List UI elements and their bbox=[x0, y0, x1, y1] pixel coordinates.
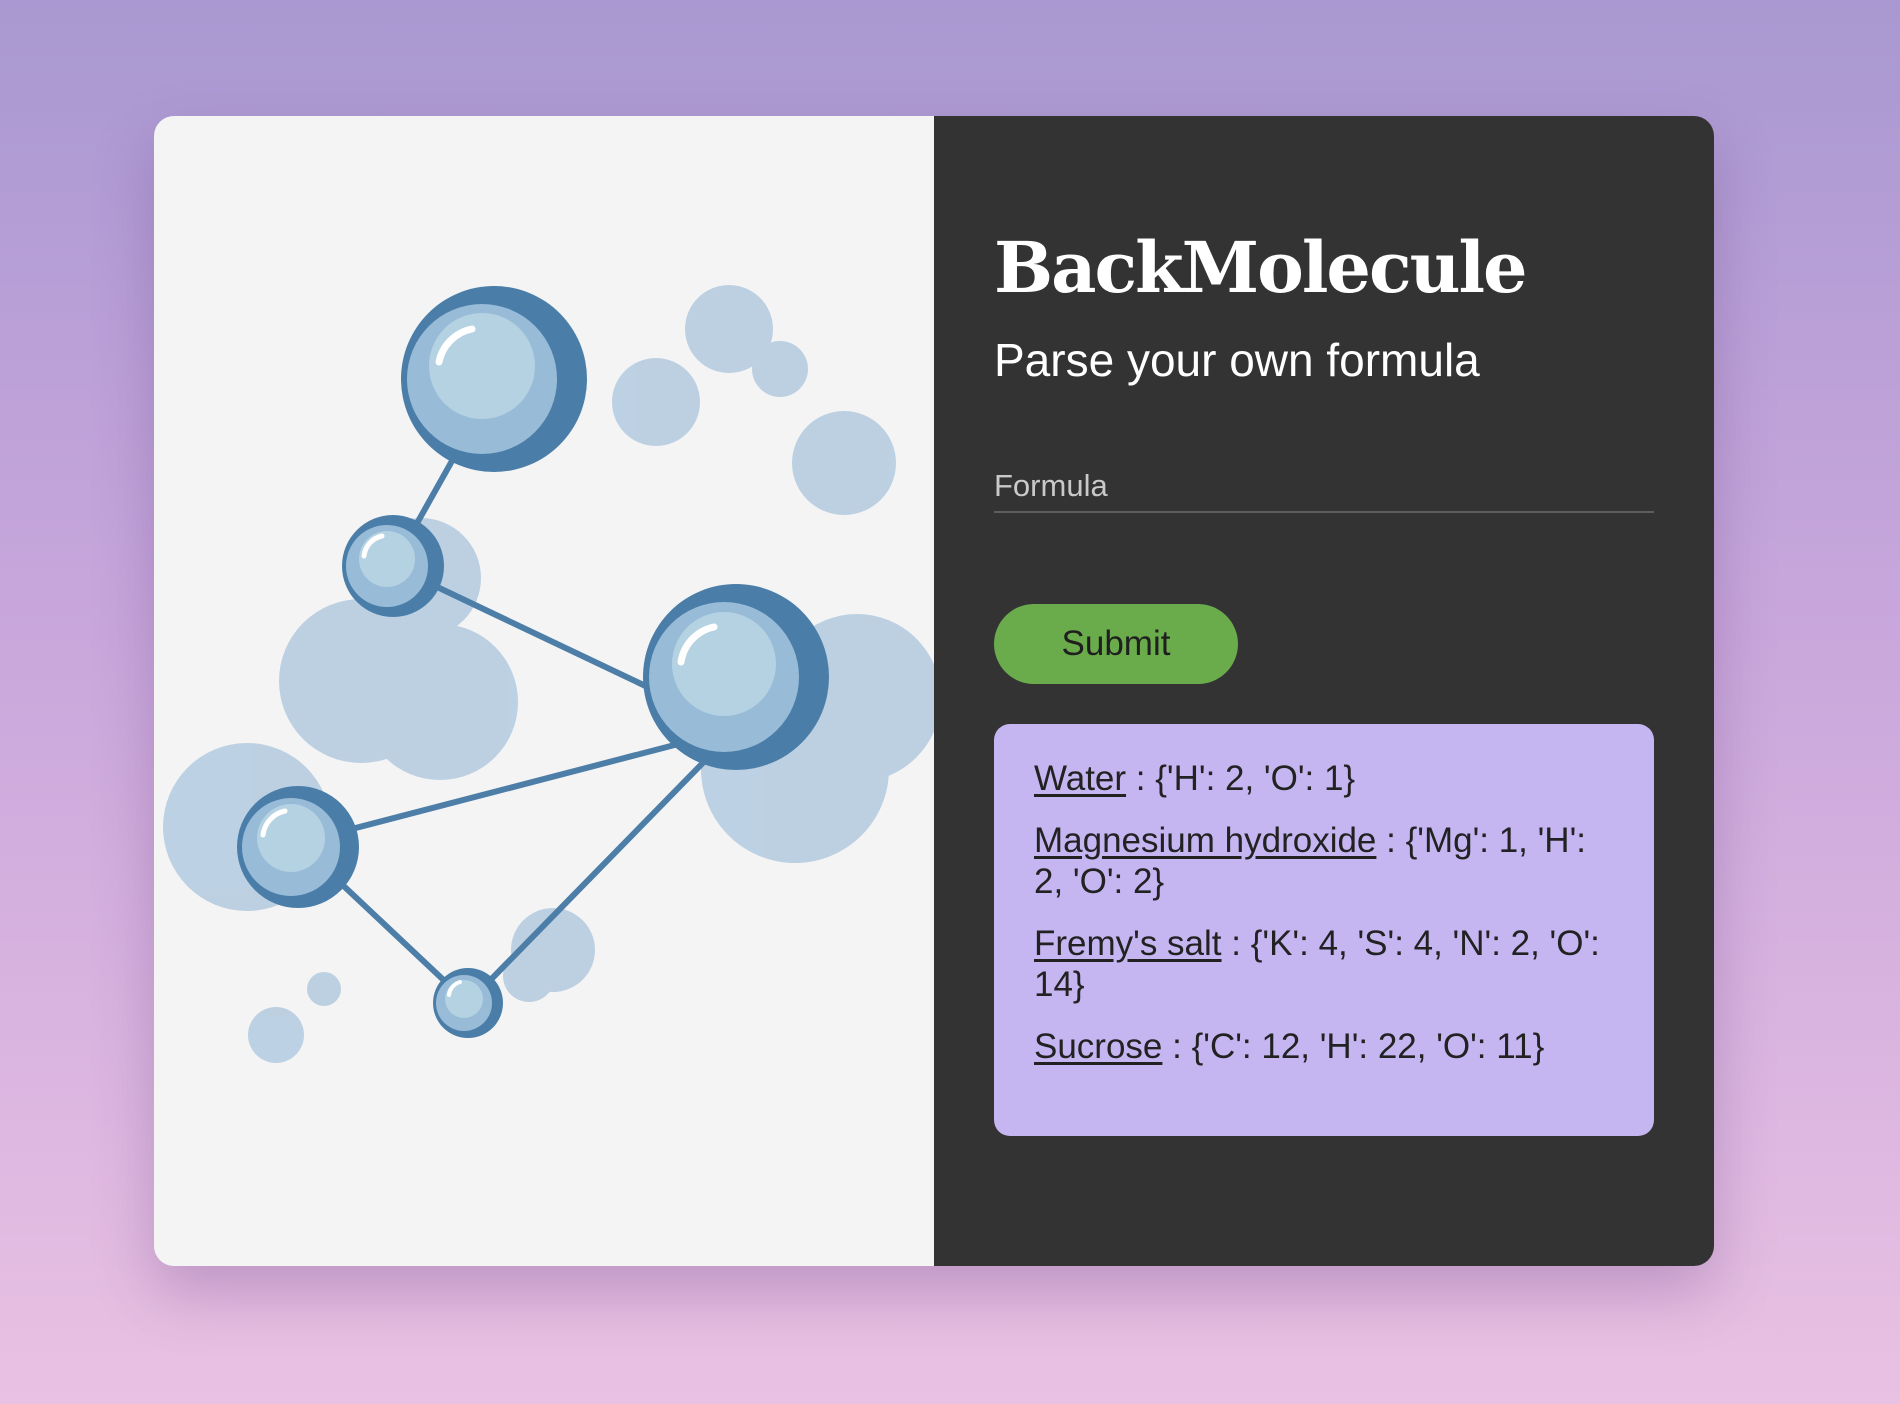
atom-small-bottom bbox=[433, 968, 503, 1038]
result-link-water[interactable]: Water bbox=[1034, 759, 1127, 798]
result-item: Fremy's salt : {'K': 4, 'S': 4, 'N': 2, … bbox=[1034, 923, 1614, 1005]
result-separator: : bbox=[1221, 924, 1251, 963]
page-subtitle: Parse your own formula bbox=[994, 334, 1480, 386]
atom-large-top bbox=[401, 286, 587, 472]
result-link-magnesium-hydroxide[interactable]: Magnesium hydroxide bbox=[1034, 821, 1377, 860]
result-item: Water : {'H': 2, 'O': 1} bbox=[1034, 758, 1614, 799]
app-title: BackMolecule bbox=[994, 226, 1528, 309]
atom-small-upper bbox=[342, 515, 444, 617]
form-panel: BackMolecule Parse your own formula Subm… bbox=[934, 116, 1714, 1266]
molecule-illustration bbox=[163, 285, 934, 1063]
illustration-panel bbox=[154, 116, 934, 1266]
result-link-fremys-salt[interactable]: Fremy's salt bbox=[1034, 924, 1222, 963]
atom-medium-left bbox=[237, 786, 359, 908]
submit-button[interactable]: Submit bbox=[994, 604, 1238, 684]
result-formula: {'C': 12, 'H': 22, 'O': 11} bbox=[1191, 1027, 1545, 1066]
result-separator: : bbox=[1126, 759, 1156, 798]
atom-large-right bbox=[643, 584, 829, 770]
result-separator: : bbox=[1162, 1027, 1192, 1066]
result-item: Sucrose : {'C': 12, 'H': 22, 'O': 11} bbox=[1034, 1026, 1614, 1067]
result-formula: {'K': 4, 'S': 4, 'N': 2, 'O': 14} bbox=[1034, 924, 1600, 1004]
result-separator: : bbox=[1376, 821, 1406, 860]
result-item: Magnesium hydroxide : {'Mg': 1, 'H': 2, … bbox=[1034, 820, 1614, 902]
result-formula: {'Mg': 1, 'H': 2, 'O': 2} bbox=[1034, 821, 1586, 901]
result-formula: {'H': 2, 'O': 1} bbox=[1155, 759, 1356, 798]
main-card: BackMolecule Parse your own formula Subm… bbox=[154, 116, 1714, 1266]
result-link-sucrose[interactable]: Sucrose bbox=[1034, 1027, 1163, 1066]
formula-input[interactable] bbox=[994, 461, 1654, 513]
results-list: Water : {'H': 2, 'O': 1} Magnesium hydro… bbox=[994, 724, 1654, 1136]
